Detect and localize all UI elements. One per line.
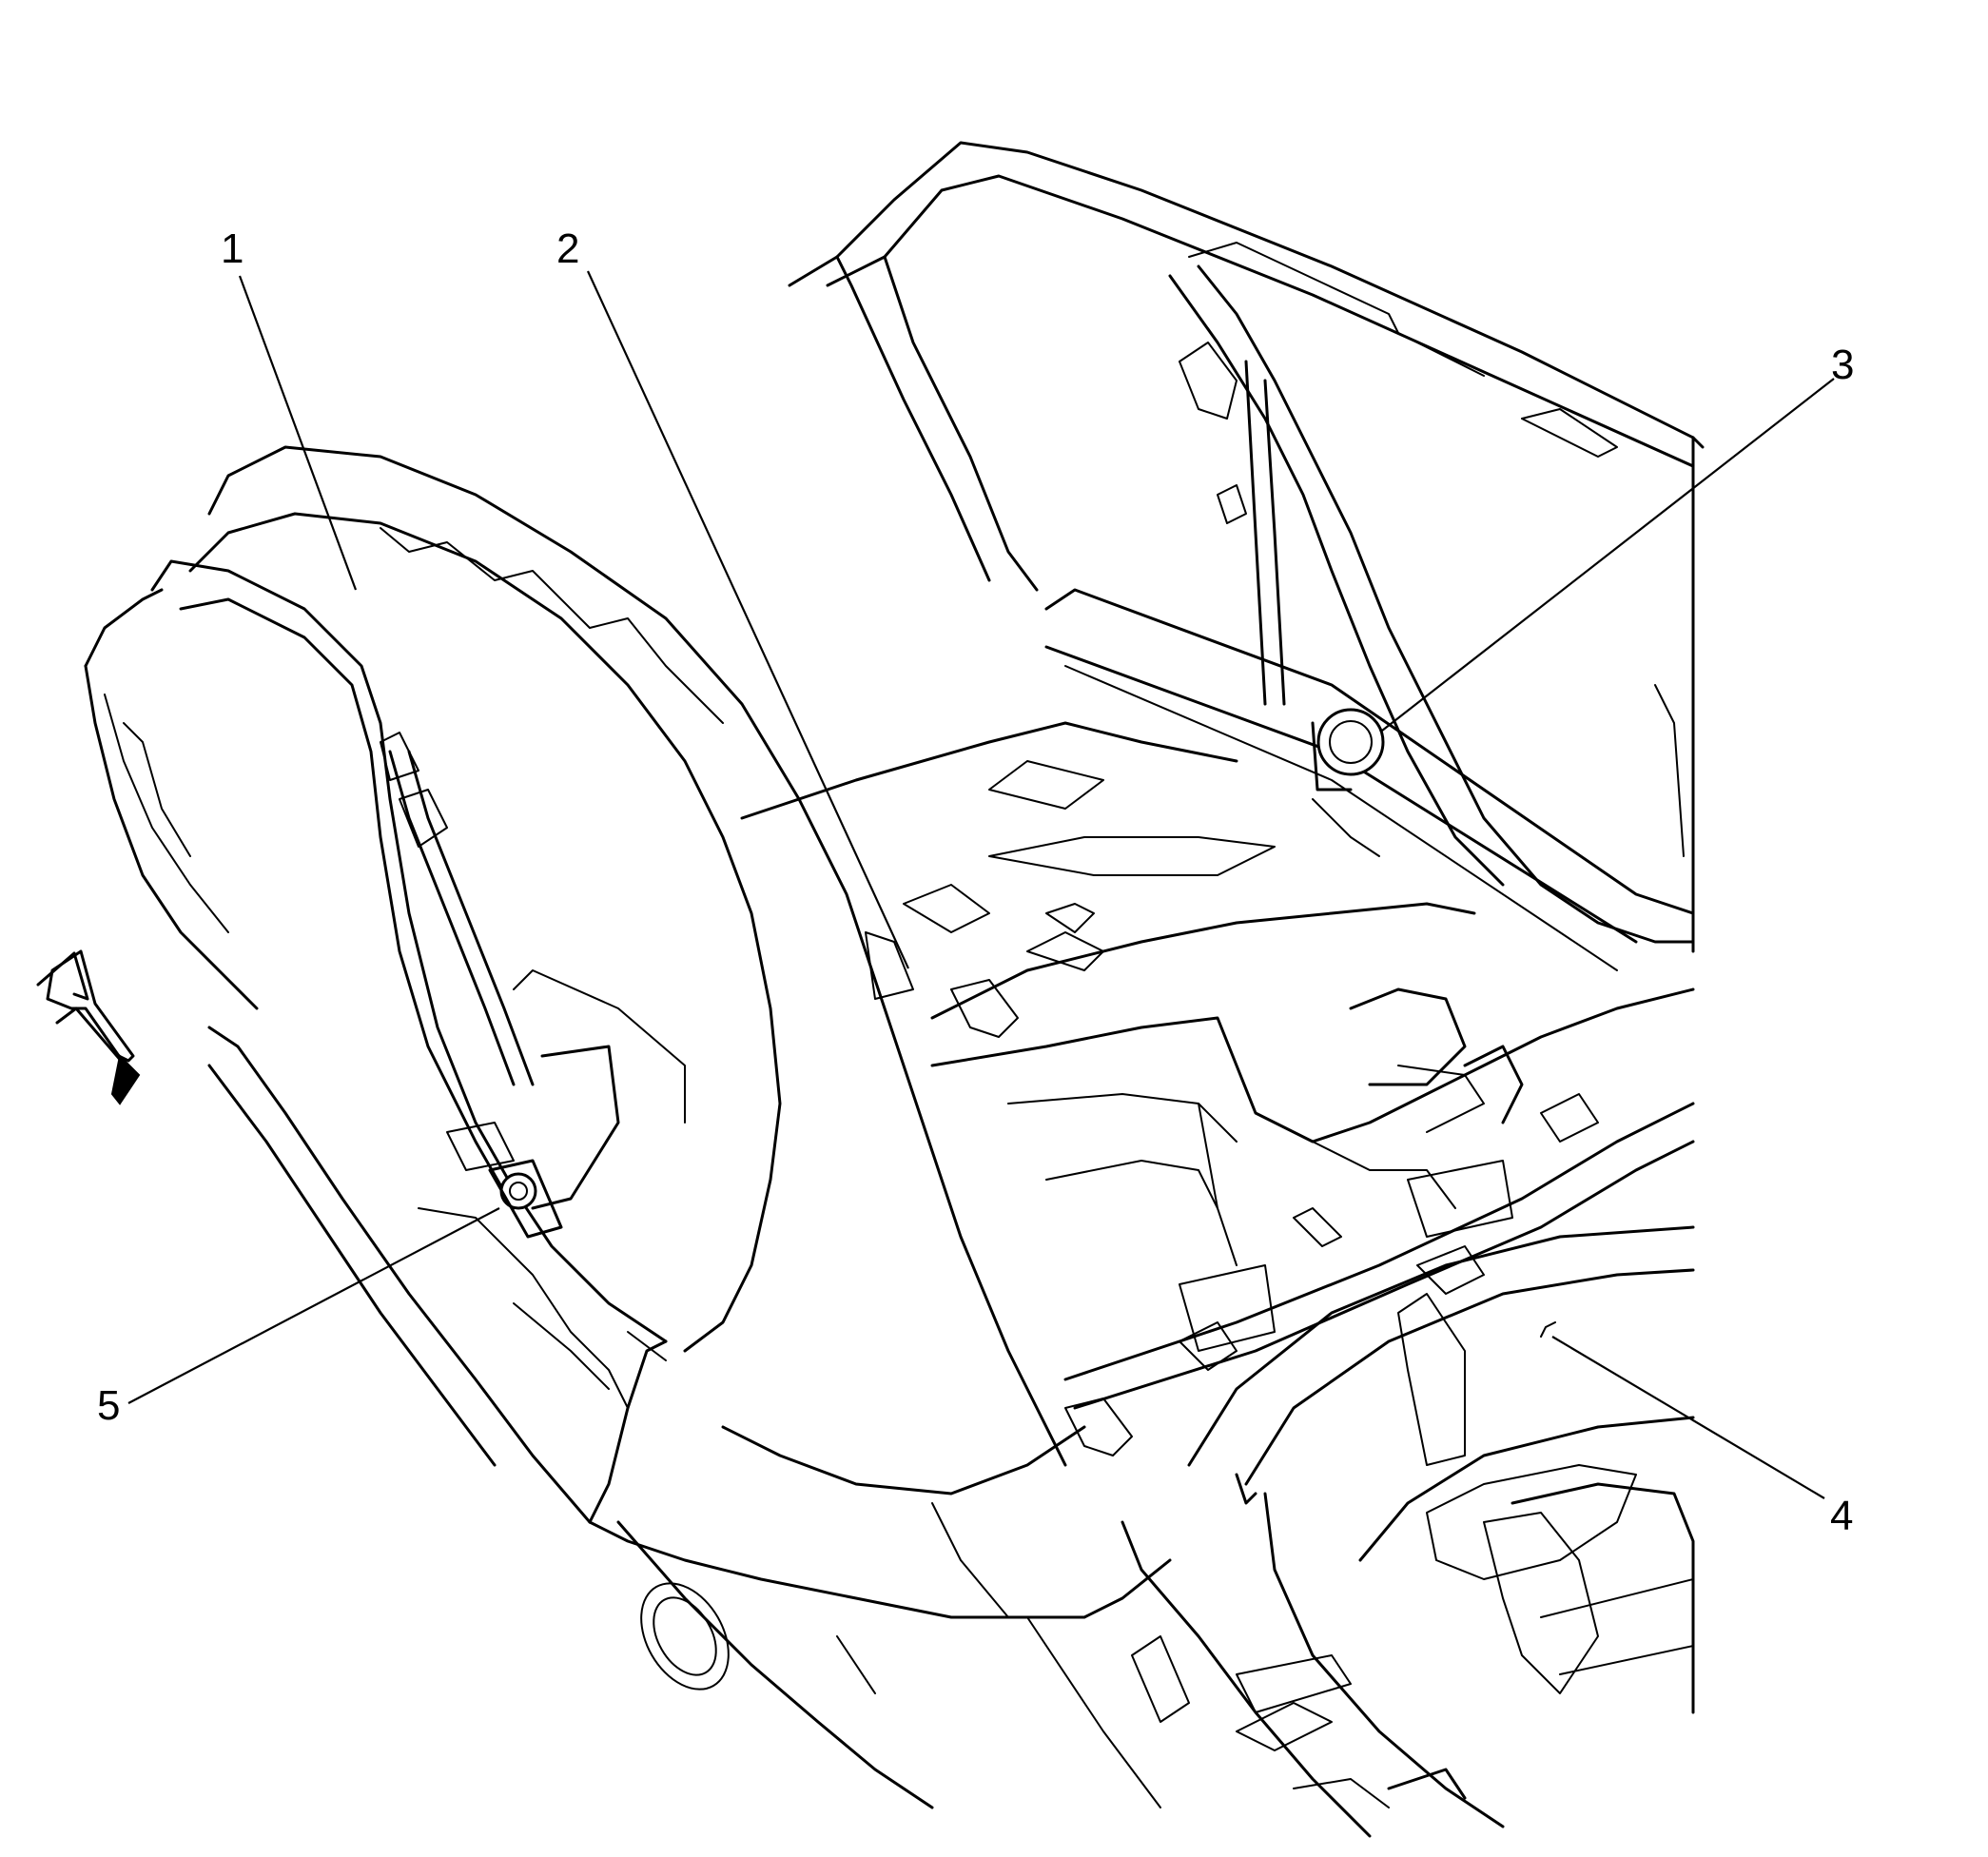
callout-5-label: 5 xyxy=(97,1382,120,1429)
callout-3-label: 3 xyxy=(1831,342,1854,388)
leader-5 xyxy=(127,1207,500,1404)
callout-leaders xyxy=(127,270,1835,1499)
rear-compartment-outline xyxy=(740,141,1705,1838)
left-quarter-panel-outline xyxy=(84,445,1352,1809)
leader-4 xyxy=(1551,1336,1825,1499)
leader-2 xyxy=(587,270,909,969)
callout-1-label: 1 xyxy=(221,225,244,272)
callout-4-label: 4 xyxy=(1830,1493,1853,1539)
callout-labels: 1 2 3 4 5 xyxy=(97,225,1854,1539)
leader-3 xyxy=(1381,378,1835,732)
leader-1 xyxy=(238,275,358,591)
front-direction-arrow-icon xyxy=(36,949,141,1105)
callout-2-label: 2 xyxy=(556,225,579,272)
